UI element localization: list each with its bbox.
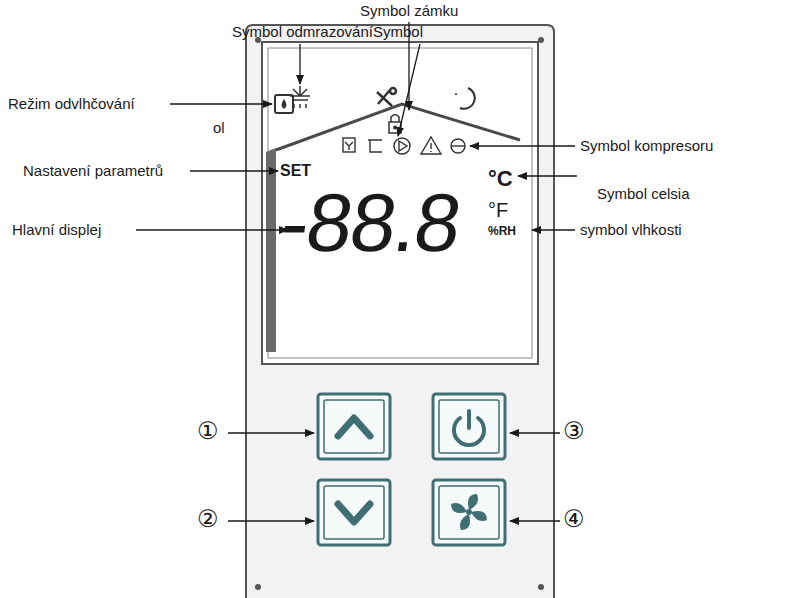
callout-number: ④ bbox=[563, 506, 585, 532]
main-display-label: Hlavní displej bbox=[12, 222, 101, 239]
callout-number: ③ bbox=[563, 418, 585, 444]
fahrenheit-unit: °F bbox=[488, 200, 508, 220]
callout-number: ① bbox=[197, 418, 219, 444]
set-indicator: SET bbox=[280, 163, 311, 179]
humidity-unit: %RH bbox=[488, 225, 516, 237]
main-digits: -88.8 bbox=[276, 182, 464, 264]
celsius-label: Symbol celsia bbox=[597, 186, 690, 203]
lcd-display: SET -88.8 °C °F %RH bbox=[262, 42, 538, 364]
compressor-label: Symbol kompresoru bbox=[580, 138, 713, 155]
callout-number: ② bbox=[197, 506, 219, 532]
dehumid-label: Režim odvlhčování bbox=[8, 96, 135, 113]
alarm-label: Symbol bbox=[373, 24, 423, 41]
humidity-label: symbol vlhkosti bbox=[580, 222, 682, 239]
defrost-label: Symbol odmrazování bbox=[232, 24, 373, 41]
lock-label: Symbol zámku bbox=[360, 3, 458, 20]
fragment-label: ol bbox=[213, 120, 225, 137]
celsius-unit: °C bbox=[488, 168, 513, 190]
settings-label: Nastavení parametrů bbox=[23, 163, 163, 180]
